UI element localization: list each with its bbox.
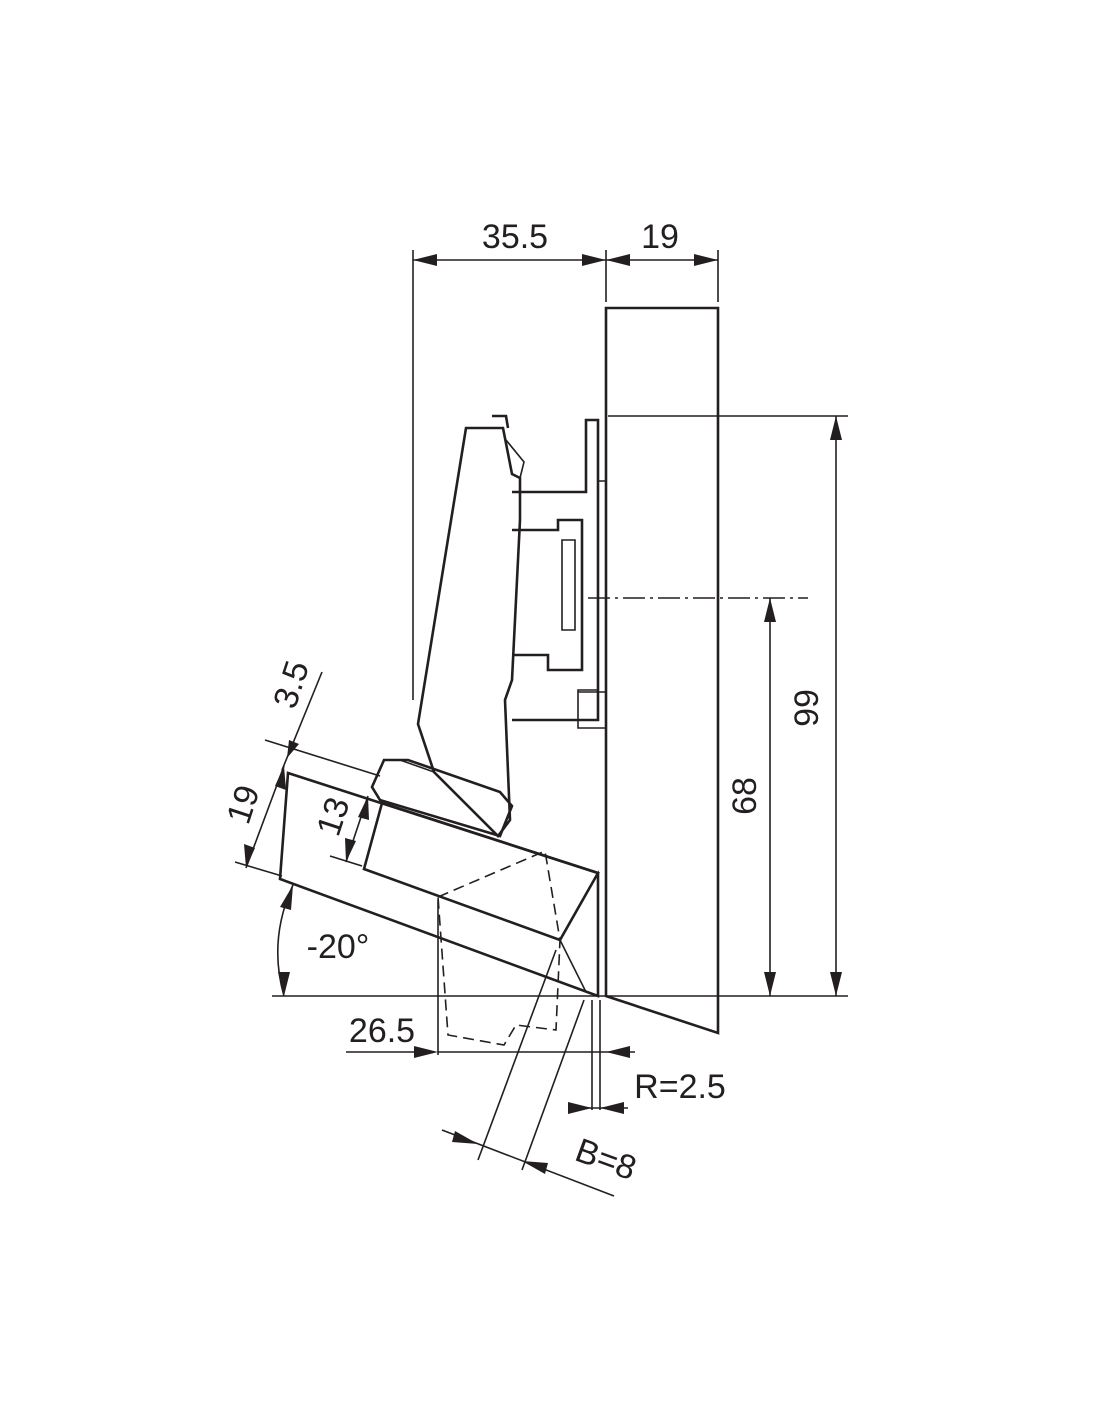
arrow-19-door-bottom	[244, 844, 255, 868]
cup-side-wall	[559, 869, 599, 998]
clip-slot	[561, 539, 576, 631]
arrow-angle-bottom	[278, 972, 290, 996]
cabinet-side-panel	[604, 306, 720, 1035]
dim-label-angle: -20°	[307, 928, 370, 966]
cup-flange-edge	[399, 759, 435, 773]
arrow-13-top	[358, 796, 369, 820]
arrow-radius-left	[568, 1102, 592, 1114]
dim-label-26-5: 26.5	[349, 1012, 415, 1050]
arrow-bore-left	[452, 1131, 478, 1144]
arrow-angle-top	[280, 885, 293, 910]
arrow-26-5-right	[606, 1046, 630, 1058]
arrow-3-5	[287, 740, 299, 758]
door-swing-profile	[437, 849, 561, 1046]
ext-line-bore-b	[521, 999, 585, 1171]
ext-line-bore-a	[477, 949, 557, 1161]
arrow-35-5-right	[582, 254, 606, 266]
ext-line-door-top	[264, 739, 381, 777]
mounting-plate	[512, 418, 600, 722]
ext-line-door-bottom	[234, 861, 283, 877]
arrow-radius-right	[600, 1102, 624, 1114]
hinge-arm-latch	[505, 439, 525, 479]
ext-line-13	[329, 855, 363, 867]
dim-label-35-5: 35.5	[482, 218, 548, 256]
arrow-13-bottom	[345, 838, 356, 862]
arrow-35-5-left	[413, 254, 437, 266]
hinge-arm	[416, 426, 522, 838]
arrow-99-bottom	[830, 972, 842, 996]
hinge-cup-flange	[370, 758, 514, 838]
dim-label-19-door: 19	[220, 781, 268, 829]
hinge-cup-recess	[362, 801, 600, 942]
arrow-bore-right	[522, 1161, 548, 1174]
arrow-19-top-right	[694, 254, 718, 266]
arrow-26-5-left	[414, 1046, 438, 1058]
arrow-19-top-left	[606, 254, 630, 266]
arrow-68-top	[764, 598, 776, 622]
dim-label-bore: B=8	[570, 1131, 641, 1188]
mounting-plate-clip	[512, 518, 584, 672]
dim-label-radius: R=2.5	[634, 1068, 726, 1106]
dim-label-99: 99	[788, 689, 826, 727]
dim-label-19-top: 19	[641, 218, 679, 256]
arrow-99-top	[830, 416, 842, 440]
dim-label-68: 68	[726, 777, 764, 815]
dim-label-13: 13	[310, 793, 358, 841]
arrow-19-door-top	[275, 766, 286, 790]
hinge-arm-clip	[492, 414, 510, 429]
arrow-68-bottom	[764, 972, 776, 996]
